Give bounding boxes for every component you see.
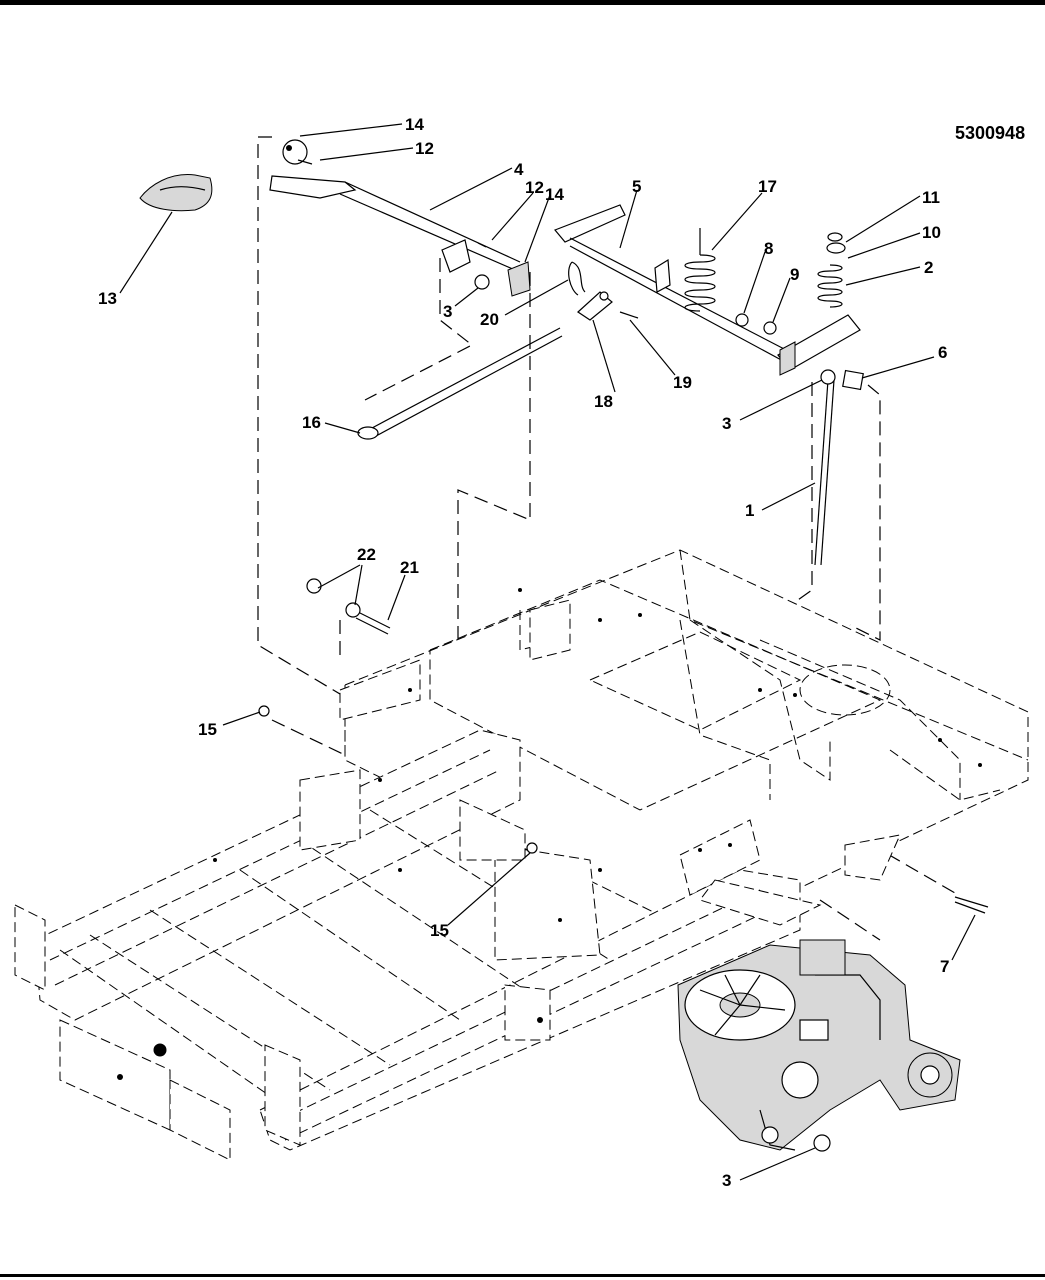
callout-2: 2: [924, 258, 933, 277]
callout-3: 3: [722, 1171, 731, 1190]
callout-11: 11: [922, 188, 940, 207]
callout-12: 12: [415, 139, 434, 158]
callout-15: 15: [430, 921, 449, 940]
callout-14: 14: [405, 115, 424, 134]
callout-17: 17: [758, 177, 777, 196]
top-rule: [0, 0, 1045, 5]
callout-6: 6: [938, 343, 947, 362]
callout-3: 3: [722, 414, 731, 433]
transaxle: [678, 940, 960, 1150]
bottom-rule: [0, 1274, 1045, 1277]
callout-4: 4: [514, 160, 524, 179]
callout-15: 15: [198, 720, 217, 739]
callout-14: 14: [545, 185, 564, 204]
callout-1: 1: [745, 501, 754, 520]
callout-18: 18: [594, 392, 613, 411]
callout-9: 9: [790, 265, 799, 284]
callout-10: 10: [922, 223, 941, 242]
callout-3: 3: [443, 302, 452, 321]
callout-20: 20: [480, 310, 499, 329]
pedal-pad: [140, 175, 212, 211]
callout-22: 22: [357, 545, 376, 564]
callout-12: 12: [525, 178, 544, 197]
callout-19: 19: [673, 373, 692, 392]
callout-21: 21: [400, 558, 419, 577]
callout-13: 13: [98, 289, 117, 308]
callout-16: 16: [302, 413, 321, 432]
callout-8: 8: [764, 239, 773, 258]
drawing-number: 5300948: [955, 123, 1025, 143]
callout-5: 5: [632, 177, 641, 196]
callout-7: 7: [940, 957, 949, 976]
